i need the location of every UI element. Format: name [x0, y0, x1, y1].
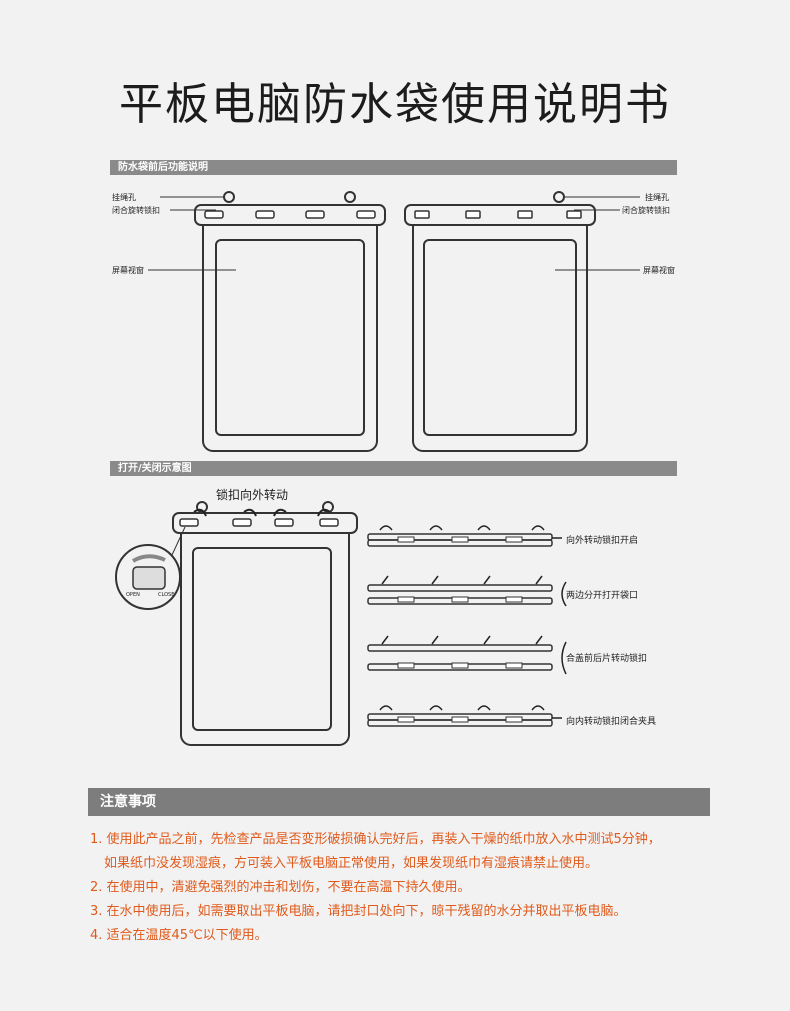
notes-list: 1. 使用此产品之前，先检查产品是否变形破损确认完好后，再装入干燥的纸巾放入水中…	[90, 828, 730, 948]
hang-hole-left-2	[344, 191, 356, 203]
note-item-3: 3. 在水中使用后，如需要取出平板电脑，请把封口处向下，晾干残留的水分并取出平板…	[90, 904, 627, 919]
label-rotate-out: 锁扣向外转动	[216, 488, 289, 502]
notes-header: 注意事项	[88, 788, 710, 816]
label-lock-right: 闭合旋转锁扣	[622, 206, 670, 215]
label-lock-left: 闭合旋转锁扣	[112, 206, 160, 215]
step-1-label: 向外转动锁扣开启	[566, 536, 639, 546]
label-screen-left: 屏幕视窗	[112, 266, 144, 275]
label-hang-hole-left: 挂绳孔	[112, 193, 136, 202]
step-2-label: 两边分开打开袋口	[566, 591, 639, 601]
label-hang-hole-right: 挂绳孔	[645, 193, 669, 202]
step-4-label: 向内转动锁扣闭合夹具	[566, 717, 657, 727]
section-header-functions: 防水袋前后功能说明	[110, 160, 677, 175]
knob-close-label: CLOSE	[158, 592, 175, 598]
screen-window-open	[192, 547, 332, 731]
step-3-label: 合盖前后片转动锁扣	[566, 654, 648, 664]
knob-open-label: OPEN	[126, 592, 140, 598]
page-title: 平板电脑防水袋使用说明书	[119, 79, 671, 130]
note-item-1-cont: 如果纸巾没发现湿痕，方可装入平板电脑正常使用，如果发现纸巾有湿痕请禁止使用。	[104, 856, 599, 871]
hang-hole-right	[553, 191, 565, 203]
screen-window-right	[423, 239, 577, 436]
note-item-2: 2. 在使用中，清避免强烈的冲击和划伤，不要在高温下持久使用。	[90, 880, 471, 895]
note-item-4: 4. 适合在温度45℃以下使用。	[90, 928, 268, 943]
bag-back-top-strip	[404, 204, 596, 226]
note-item-1: 1. 使用此产品之前，先检查产品是否变形破损确认完好后，再装入干燥的纸巾放入水中…	[90, 832, 661, 847]
screen-window-left	[215, 239, 365, 436]
bag-front-top-strip	[194, 204, 386, 226]
bag-open-outline	[180, 516, 350, 746]
label-screen-right: 屏幕视窗	[643, 266, 675, 275]
section-header-open-close: 打开/关闭示意图	[110, 461, 677, 476]
